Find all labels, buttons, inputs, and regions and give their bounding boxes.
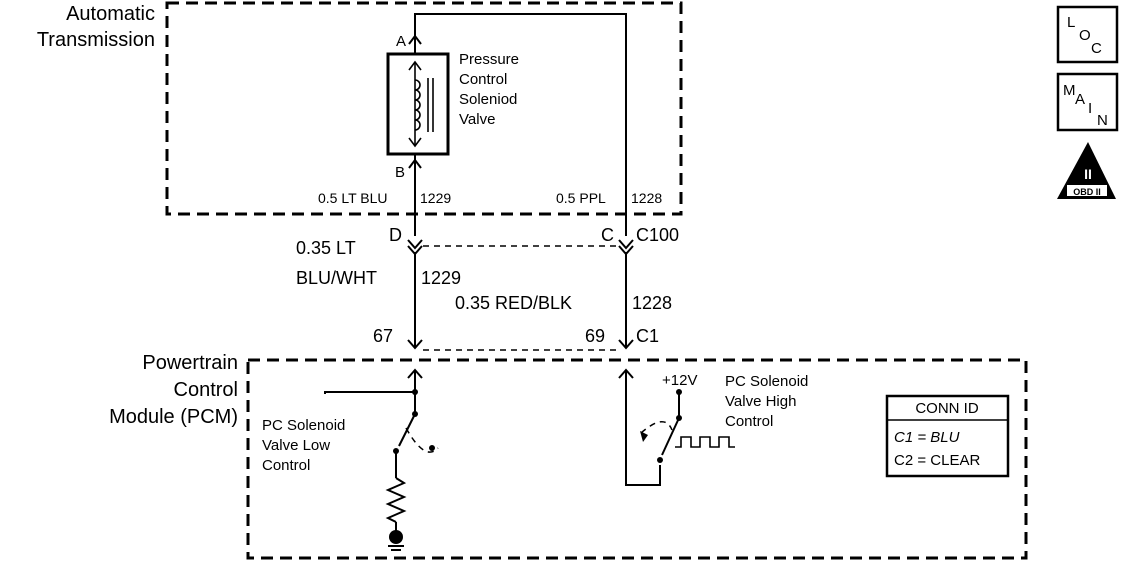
pc-low-label-1: PC Solenoid <box>262 417 345 434</box>
wire-right-lower-circuit: 1228 <box>632 293 672 313</box>
wire-right-upper-circuit: 1228 <box>631 190 662 206</box>
svg-text:C: C <box>1091 40 1102 57</box>
solenoid-pin-a: A <box>396 33 406 50</box>
wire-left-lower-color-1: 0.35 LT <box>296 238 356 258</box>
pc-high-label-2: Valve High <box>725 393 796 410</box>
c100-pin-d: D <box>389 225 402 245</box>
pc-low-label-3: Control <box>262 457 310 474</box>
c1-pin-67: 67 <box>373 326 393 346</box>
wire-pin-a-loop <box>414 13 627 236</box>
wire-right-upper-color: 0.5 PPL <box>556 190 606 206</box>
c1-pin-69: 69 <box>585 326 605 346</box>
conn-id-title: CONN ID <box>915 400 979 417</box>
svg-text:OBD II: OBD II <box>1073 187 1101 197</box>
c100-name: C100 <box>636 225 679 245</box>
pcm-low-side-circuit <box>324 368 439 551</box>
connector-c100 <box>407 239 634 256</box>
c1-name: C1 <box>636 326 659 346</box>
wire-left-lower-color-2: BLU/WHT <box>296 268 377 288</box>
voltage-label: +12V <box>662 372 697 389</box>
svg-text:A: A <box>1075 91 1085 108</box>
svg-text:M: M <box>1063 82 1076 99</box>
loc-badge: L O C <box>1056 5 1119 64</box>
solenoid-pin-b: B <box>395 164 405 181</box>
pc-low-label-2: Valve Low <box>262 437 330 454</box>
pcm-high-side-circuit <box>618 368 735 486</box>
wire-left-upper-circuit: 1229 <box>420 190 451 206</box>
conn-id-c2: C2 = CLEAR <box>894 452 980 469</box>
solenoid-label-line3: Soleniod <box>459 91 517 108</box>
wire-right-lower-color: 0.35 RED/BLK <box>455 293 572 313</box>
transmission-box <box>165 1 683 216</box>
svg-text:O: O <box>1079 27 1091 44</box>
connector-c1 <box>407 339 634 351</box>
svg-text:N: N <box>1097 112 1108 129</box>
conn-id-c1: C1 = BLU <box>894 429 960 446</box>
svg-text:I: I <box>1088 100 1092 117</box>
pcm-label-line1: Powertrain <box>142 352 238 374</box>
solenoid-label-line1: Pressure <box>459 51 519 68</box>
pressure-control-solenoid <box>386 30 450 178</box>
pcm-label-line2: Control <box>174 379 238 401</box>
obd-ii-badge: II OBD II <box>1057 142 1116 199</box>
solenoid-label-line2: Control <box>459 71 507 88</box>
pc-high-label-3: Control <box>725 413 773 430</box>
c100-pin-c: C <box>601 225 614 245</box>
pcm-label-line3: Module (PCM) <box>109 406 238 428</box>
wire-left-upper-color: 0.5 LT BLU <box>318 190 388 206</box>
pcm-box <box>246 358 1028 560</box>
svg-text:L: L <box>1067 14 1075 31</box>
solenoid-label-line4: Valve <box>459 111 495 128</box>
transmission-label-line1: Automatic <box>66 3 155 25</box>
transmission-label-line2: Transmission <box>37 29 155 51</box>
wire-left-lower-circuit: 1229 <box>421 268 461 288</box>
svg-text:II: II <box>1084 166 1092 182</box>
pc-high-label-1: PC Solenoid <box>725 373 808 390</box>
main-badge: M A I N <box>1056 72 1119 132</box>
conn-id-table <box>885 394 1010 478</box>
